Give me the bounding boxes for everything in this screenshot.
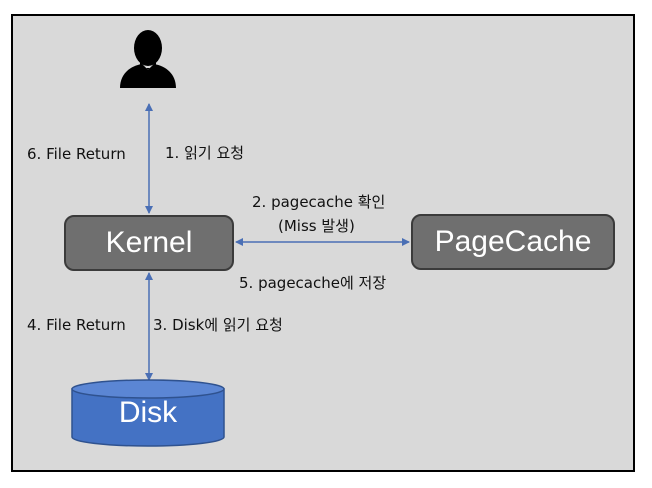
pagecache-check-label: 2. pagecache 확인 <box>252 193 386 211</box>
user-icon <box>120 30 176 88</box>
kernel-label: Kernel <box>105 226 193 259</box>
read-request-label: 1. 읽기 요청 <box>165 144 245 162</box>
disk-cylinder <box>71 379 225 447</box>
file-return-disk-label: 4. File Return <box>27 316 126 334</box>
disk-read-request-label: 3. Disk에 읽기 요청 <box>153 316 283 334</box>
pagecache-label: PageCache <box>434 225 592 258</box>
disk-label: Disk <box>118 396 178 429</box>
miss-label: (Miss 발생) <box>278 217 355 235</box>
pagecache-store-label: 5. pagecache에 저장 <box>239 274 387 292</box>
file-return-user-label: 6. File Return <box>27 145 126 163</box>
pagecache-node: PageCache <box>411 214 615 270</box>
kernel-node: Kernel <box>64 215 234 271</box>
